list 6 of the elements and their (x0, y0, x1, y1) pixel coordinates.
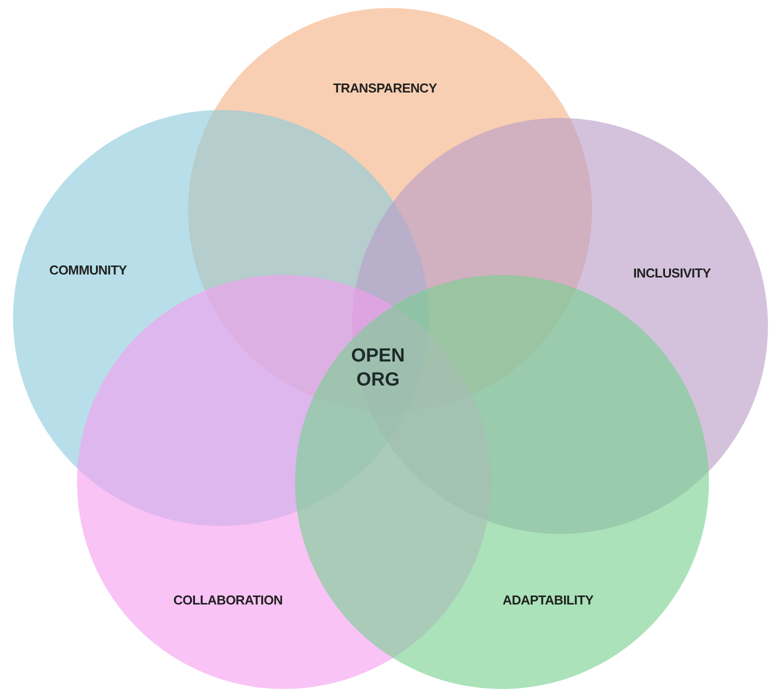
circle-label: ADAPTABILITY (502, 592, 594, 608)
center-label: OPEN ORG (350, 344, 406, 392)
circle-label: COLLABORATION (173, 592, 283, 608)
circle-label: INCLUSIVITY (633, 266, 711, 280)
circle-label: TRANSPARENCY (333, 80, 437, 96)
circle-label: COMMUNITY (49, 262, 127, 278)
